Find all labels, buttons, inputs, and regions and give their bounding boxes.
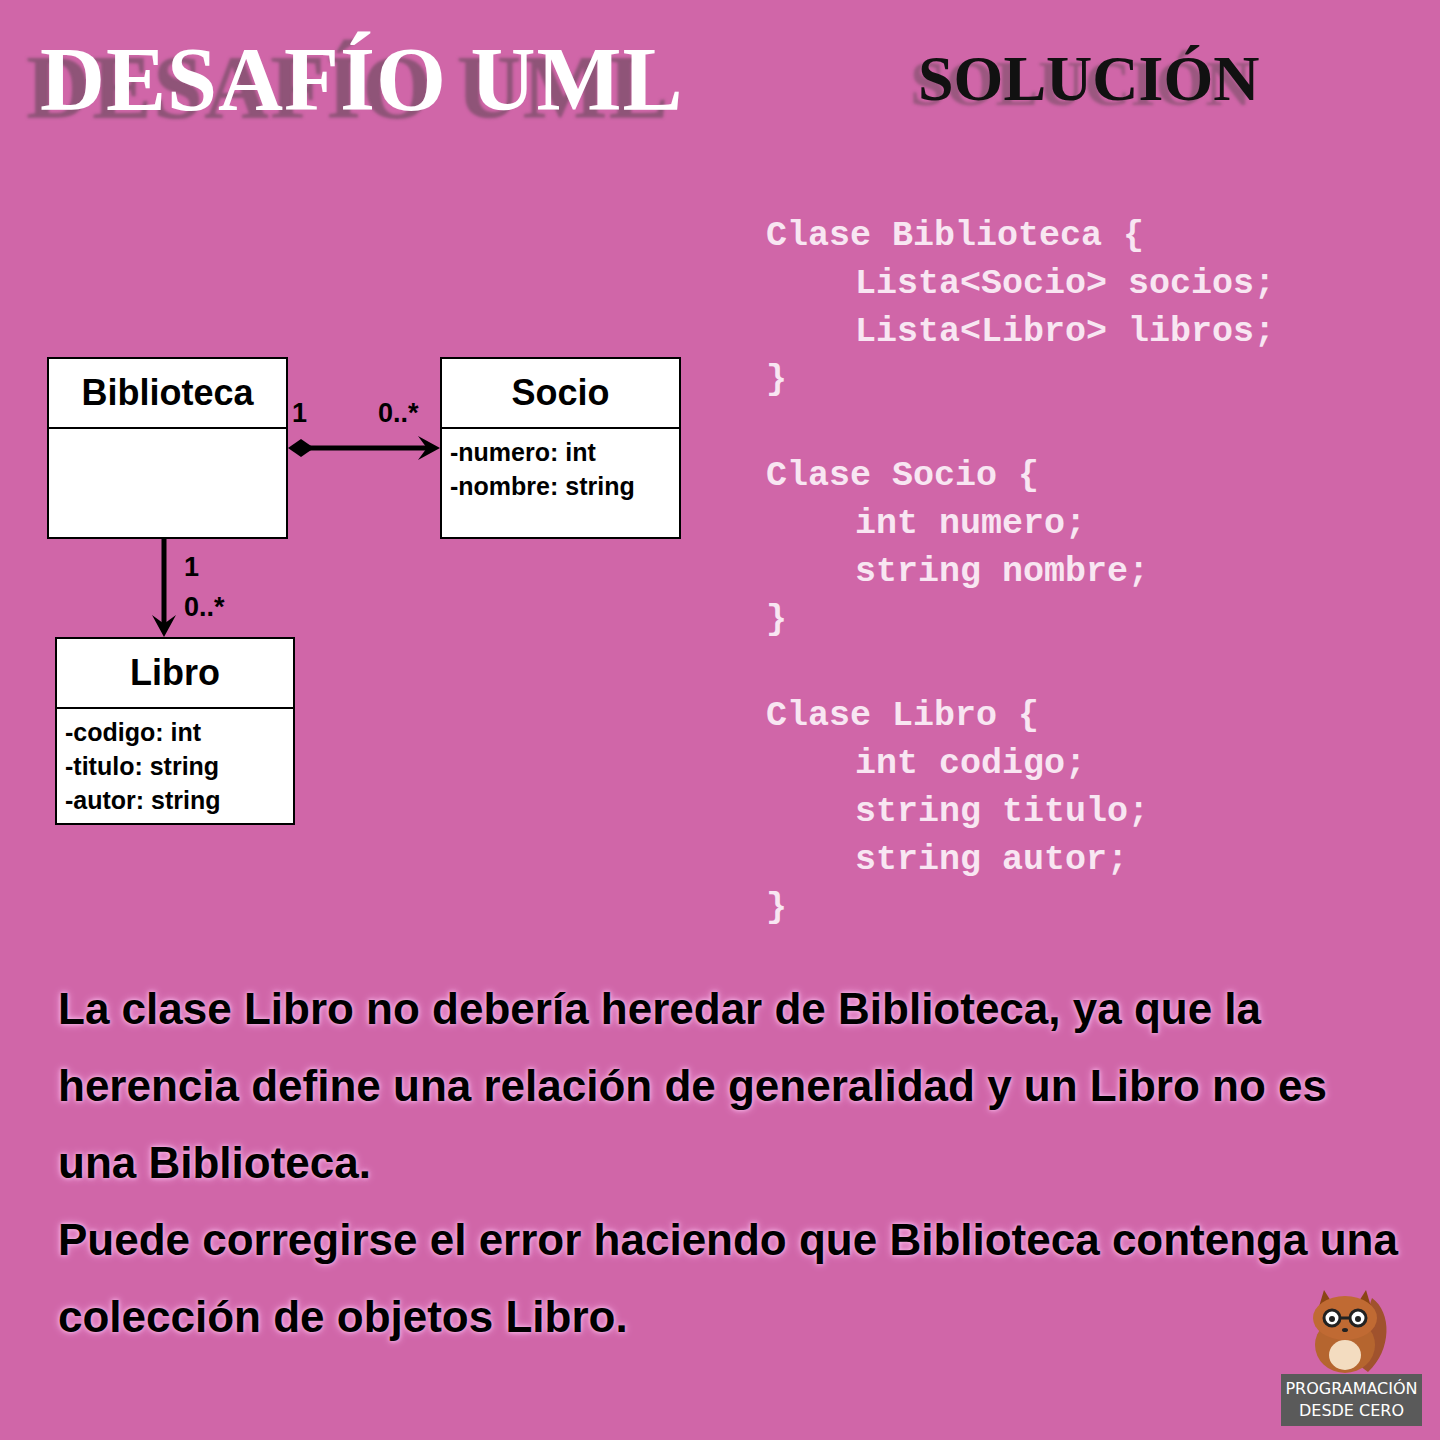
code-line: } xyxy=(766,596,787,644)
composition-diamond xyxy=(288,439,314,457)
code-line: string nombre; xyxy=(855,548,1149,596)
class-attribute: -nombre: string xyxy=(442,469,679,503)
multiplicity: 0..* xyxy=(378,398,419,428)
code-line: Clase Socio { xyxy=(766,452,1039,500)
multiplicity: 1 xyxy=(184,552,199,582)
solution-heading: SOLUCIÓN xyxy=(918,42,1259,116)
page-title: DESAFÍO UML xyxy=(40,28,684,131)
code-line: int numero; xyxy=(855,500,1086,548)
code-line: string autor; xyxy=(855,836,1128,884)
arrow-head xyxy=(152,615,176,637)
attribute-list: -codigo: int-titulo: string-autor: strin… xyxy=(57,709,293,823)
logo-text: PROGRAMACIÓN DESDE CERO xyxy=(1281,1374,1422,1426)
arrow-head xyxy=(418,436,440,460)
code-line: Lista<Socio> socios; xyxy=(855,260,1275,308)
class-box: Libro-codigo: int-titulo: string-autor: … xyxy=(55,637,295,825)
code-line: Lista<Libro> libros; xyxy=(855,308,1275,356)
code-line: Clase Biblioteca { xyxy=(766,212,1144,260)
mascot-figure xyxy=(1313,1290,1387,1373)
code-line: int codigo; xyxy=(855,740,1086,788)
attribute-list xyxy=(49,429,286,441)
explanation-text: La clase Libro no debería heredar de Bib… xyxy=(58,970,1398,1201)
class-attribute: -codigo: int xyxy=(57,715,293,749)
explanation-text: Puede corregirse el error haciendo que B… xyxy=(58,1201,1398,1355)
class-box: Socio-numero: int-nombre: string xyxy=(440,357,681,539)
code-line: Clase Libro { xyxy=(766,692,1039,740)
class-attribute: -titulo: string xyxy=(57,749,293,783)
class-name: Libro xyxy=(57,639,293,709)
code-line: } xyxy=(766,884,787,932)
multiplicity: 0..* xyxy=(184,592,225,622)
attribute-list: -numero: int-nombre: string xyxy=(442,429,679,509)
class-attribute: -autor: string xyxy=(57,783,293,817)
class-attribute: -numero: int xyxy=(442,435,679,469)
class-name: Biblioteca xyxy=(49,359,286,429)
code-line: } xyxy=(766,356,787,404)
association-line xyxy=(162,539,167,625)
class-box: Biblioteca xyxy=(47,357,288,539)
association-line xyxy=(308,446,428,451)
multiplicity: 1 xyxy=(292,398,307,428)
class-name: Socio xyxy=(442,359,679,429)
code-line: string titulo; xyxy=(855,788,1149,836)
